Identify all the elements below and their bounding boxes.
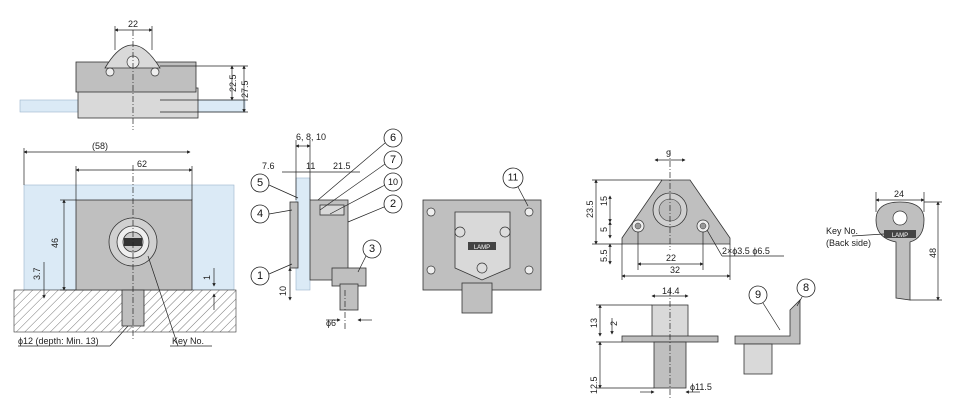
strike-plate-view: 9 23.5 15 5 5.5 22 32 2×ϕ3.5 ϕ6.5 [585, 149, 784, 280]
side-bolt [339, 283, 359, 311]
lock-body-top [77, 87, 199, 119]
callout-10: 10 [329, 172, 403, 215]
dim-48: 48 [928, 248, 938, 258]
dim-22-5: 22.5 [228, 74, 238, 92]
svg-text:7: 7 [390, 154, 396, 166]
callout-4: 4 [250, 204, 293, 224]
screw-icon [150, 67, 160, 77]
callout-1: 1 [250, 263, 293, 286]
screw-icon [426, 265, 436, 275]
key-view: LAMP 24 48 Key No. (Back side) [826, 189, 942, 301]
callout-7: 7 [319, 150, 403, 211]
dim-46: 46 [50, 238, 60, 248]
key-shape [875, 201, 925, 301]
dim-phi6: ϕ6 [326, 318, 336, 328]
callout-9: 9 [748, 285, 781, 331]
dim-24: 24 [894, 189, 904, 199]
svg-text:10: 10 [388, 177, 398, 187]
dim-11: 11 [306, 161, 315, 171]
svg-text:LAMP: LAMP [474, 245, 490, 251]
dim-14-4: 14.4 [662, 286, 680, 296]
svg-text:6: 6 [390, 132, 396, 144]
screw-icon [105, 67, 115, 77]
dim-23-5: 23.5 [585, 200, 595, 218]
screw-icon [524, 265, 534, 275]
dim-21-5: 21.5 [333, 161, 351, 171]
dim-22-top: 22 [128, 19, 138, 29]
dim-12-5: 12.5 [589, 376, 599, 394]
dim-9: 9 [666, 149, 671, 159]
callout-6: 6 [317, 128, 403, 201]
hole-note: ϕ12 (depth: Min. 13) [18, 336, 99, 346]
callout-8: 8 [796, 278, 816, 307]
callout-2: 2 [347, 194, 403, 223]
dim-5: 5 [599, 227, 609, 232]
bracket-part [734, 299, 801, 345]
rear-bolt [461, 282, 493, 314]
screw-icon [499, 226, 511, 238]
screw-icon [524, 207, 534, 217]
key-label-line2: (Back side) [826, 238, 871, 248]
bracket-view: 9 8 [734, 278, 816, 375]
screw-icon [426, 207, 436, 217]
side-view: 6, 8, 10 7.6 11 21.5 10 ϕ6 1 4 5 6 [250, 128, 403, 330]
svg-text:1: 1 [257, 270, 263, 282]
dim-58: (58) [92, 141, 108, 151]
svg-text:11: 11 [508, 173, 519, 184]
front-view: (58) 62 46 3.7 1 ϕ12 (depth: Min. 13) Ke… [13, 141, 237, 347]
dim-27-5: 27.5 [240, 80, 250, 98]
dim-2: 2 [609, 321, 619, 326]
svg-text:3: 3 [369, 243, 375, 255]
screw-icon [454, 226, 466, 238]
key-label-line1: Key No. [826, 226, 858, 236]
dim-1: 1 [202, 275, 212, 280]
latch-arm [331, 267, 367, 287]
callout-5: 5 [250, 173, 299, 199]
dim-15: 15 [599, 196, 609, 206]
side-cap [319, 204, 345, 216]
key-note-front: Key No. [172, 336, 204, 346]
callout-3: 3 [357, 239, 382, 273]
strike-boss-side [651, 304, 689, 340]
bracket-stem [743, 343, 773, 375]
dim-3-7: 3.7 [32, 267, 42, 280]
dim-22-strike: 22 [666, 253, 676, 263]
brand-plate [468, 242, 496, 250]
dim-5-5: 5.5 [599, 249, 609, 262]
dim-62: 62 [137, 159, 147, 169]
svg-text:2: 2 [390, 198, 396, 210]
top-view: 22 22.5 27.5 [19, 19, 250, 130]
rear-view: LAMP 11 [422, 167, 542, 314]
dim-7-6: 7.6 [262, 161, 275, 171]
svg-text:LAMP: LAMP [892, 233, 908, 239]
side-plate [289, 201, 299, 269]
dim-13: 13 [589, 318, 599, 328]
dim-32: 32 [670, 265, 680, 275]
strike-hole-note: 2×ϕ3.5 ϕ6.5 [722, 246, 770, 256]
svg-text:9: 9 [755, 289, 761, 301]
dim-10: 10 [278, 286, 288, 296]
callout-11: 11 [502, 167, 529, 207]
screw-icon [476, 262, 488, 274]
svg-text:4: 4 [257, 208, 263, 220]
dim-phi11-5: ϕ11.5 [690, 382, 712, 392]
svg-text:5: 5 [257, 177, 263, 189]
strike-side-view: 14.4 13 2 12.5 ϕ11.5 [589, 286, 719, 398]
svg-text:8: 8 [803, 282, 809, 294]
key-ring-hole-icon [892, 210, 908, 226]
dim-6-8-10: 6, 8, 10 [296, 132, 326, 142]
